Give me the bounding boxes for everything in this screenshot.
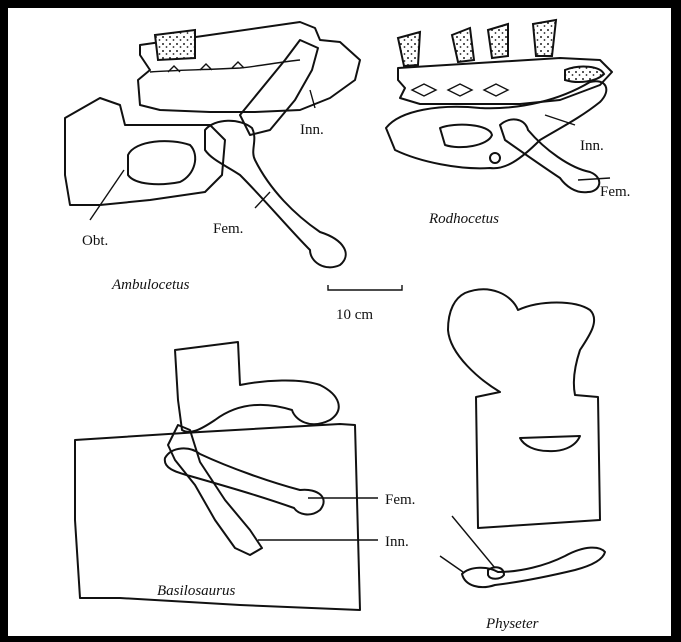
rodhocetus-femur [500,119,599,192]
scale-bar: 10 cm [328,285,402,323]
ambulocetus-neural-spine [155,30,195,60]
basilosaurus-drawing: Fem. Inn. Basilosaurus [75,342,415,610]
basilosaurus-innominate [168,425,262,555]
basilosaurus-caption: Basilosaurus [157,583,236,599]
ambulocetus-zygapophyses [168,62,244,72]
rodhocetus-foramen [440,125,492,147]
rodhocetus-acetabulum [490,153,500,163]
obt-label: Obt. [82,233,108,249]
ambulocetus-pelvic-plate [65,98,225,205]
rodhocetus-inn-leader [545,115,575,125]
physeter-fem-leader [452,516,495,568]
basilosaurus-femur [165,448,324,514]
rodhocetus-fem-leader [578,178,610,180]
obt-leader [90,170,124,220]
physeter-inn-leader [440,556,463,572]
rodhocetus-fem-label: Fem. [600,184,630,200]
physeter-vertebra [448,289,600,528]
scale-bar-label: 10 cm [336,307,373,323]
ambulocetus-inn-label: Inn. [300,122,324,138]
rodhocetus-centra [412,84,508,96]
rodhocetus-spine-3 [488,24,508,58]
ambulocetus-femur [205,121,346,268]
rodhocetus-transverse [565,67,604,82]
rodhocetus-caption: Rodhocetus [428,211,499,227]
rodhocetus-spine-4 [533,20,556,56]
figure-panel: Inn. Fem. Obt. Ambulocetus Inn. Fem. Rod… [8,8,671,636]
physeter-femur-rudiment [488,567,504,578]
ambulocetus-ilium [240,40,318,135]
ambulocetus-drawing: Inn. Fem. Obt. Ambulocetus [65,22,360,293]
rodhocetus-drawing: Inn. Fem. Rodhocetus [386,20,630,227]
ambulocetus-fem-label: Fem. [213,221,243,237]
rodhocetus-spine-1 [398,32,420,66]
ambulocetus-caption: Ambulocetus [111,277,190,293]
rodhocetus-spine-2 [452,28,474,62]
ambulocetus-obturator-foramen [128,141,195,184]
scale-bar-line [328,285,402,290]
rodhocetus-inn-label: Inn. [580,138,604,154]
basilosaurus-fem-label: Fem. [385,492,415,508]
physeter-drawing: Physeter [440,289,605,632]
basilosaurus-inn-label: Inn. [385,534,409,550]
physeter-caption: Physeter [485,616,539,632]
physeter-foramen [520,436,580,451]
pelvis-comparison-diagram: Inn. Fem. Obt. Ambulocetus Inn. Fem. Rod… [8,8,671,636]
basilosaurus-neural-arch [175,342,339,432]
